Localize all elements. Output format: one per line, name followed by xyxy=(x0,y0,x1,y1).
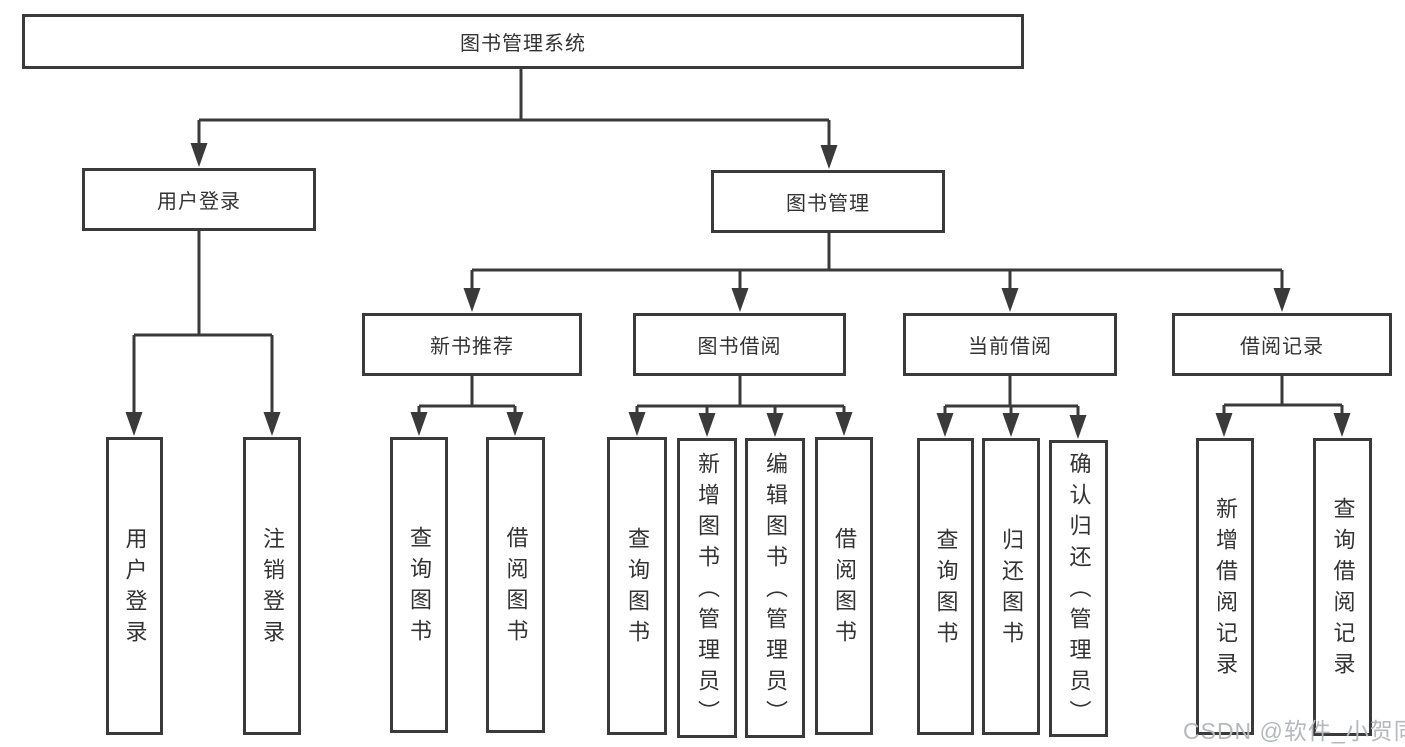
connector-newbook-to-leaves xyxy=(417,376,517,420)
node-root-system: 图书管理系统 xyxy=(22,14,1024,69)
arrowhead-icon xyxy=(1002,413,1020,437)
connector-login-to-leaves xyxy=(132,231,274,420)
arrowhead-icon xyxy=(125,412,143,436)
arrowhead-icon xyxy=(1001,288,1019,312)
arrowhead-icon xyxy=(766,413,784,437)
node-leaf-borrow-books-recommend: 借阅图书 xyxy=(486,437,545,733)
node-user-login: 用户登录 xyxy=(82,168,316,231)
arrowhead-icon xyxy=(190,143,208,167)
node-borrowing-records: 借阅记录 xyxy=(1172,313,1392,376)
arrowhead-icon xyxy=(731,288,749,312)
arrowhead-icon xyxy=(628,412,646,436)
node-leaf-edit-books-admin: 编辑图书（管理员） xyxy=(745,438,805,738)
node-leaf-logout: 注销登录 xyxy=(243,437,301,735)
arrowhead-icon xyxy=(698,413,716,437)
node-leaf-borrow-books-borrowing: 借阅图书 xyxy=(815,437,873,735)
node-book-management: 图书管理 xyxy=(711,170,945,233)
node-leaf-return-books: 归还图书 xyxy=(982,438,1040,735)
node-leaf-query-books-borrowing: 查询图书 xyxy=(607,437,667,735)
node-leaf-add-books-admin: 新增图书（管理员） xyxy=(677,438,737,738)
arrowhead-icon xyxy=(263,412,281,436)
connector-root-to-level2 xyxy=(197,68,831,152)
node-leaf-query-books-current: 查询图书 xyxy=(917,438,974,735)
watermark: CSDN @软件_小贺同学 xyxy=(1183,718,1405,744)
arrowhead-icon xyxy=(1069,415,1087,439)
connector-mgmt-to-level3 xyxy=(470,233,1284,296)
node-leaf-add-borrow-record: 新增借阅记录 xyxy=(1196,438,1254,735)
arrowhead-icon xyxy=(463,288,481,312)
arrowhead-icon xyxy=(936,413,954,437)
connector-records-to-leaves xyxy=(1222,376,1344,420)
node-leaf-query-books-recommend: 查询图书 xyxy=(390,437,448,733)
arrowhead-icon xyxy=(1273,288,1291,312)
arrowhead-icon xyxy=(835,412,853,436)
connector-borrow-to-leaves xyxy=(635,376,846,421)
arrowhead-icon xyxy=(820,145,838,169)
node-new-book-recommend: 新书推荐 xyxy=(362,313,582,376)
arrowhead-icon xyxy=(1333,413,1351,437)
arrowhead-icon xyxy=(1215,413,1233,437)
node-leaf-query-borrow-record: 查询借阅记录 xyxy=(1313,438,1372,736)
node-book-borrowing: 图书借阅 xyxy=(633,313,846,376)
node-current-borrowing: 当前借阅 xyxy=(903,313,1117,376)
node-leaf-confirm-return-admin: 确认归还（管理员） xyxy=(1049,440,1108,737)
arrowhead-icon xyxy=(506,412,524,436)
node-leaf-user-login: 用户登录 xyxy=(106,437,163,735)
arrowhead-icon xyxy=(410,412,428,436)
